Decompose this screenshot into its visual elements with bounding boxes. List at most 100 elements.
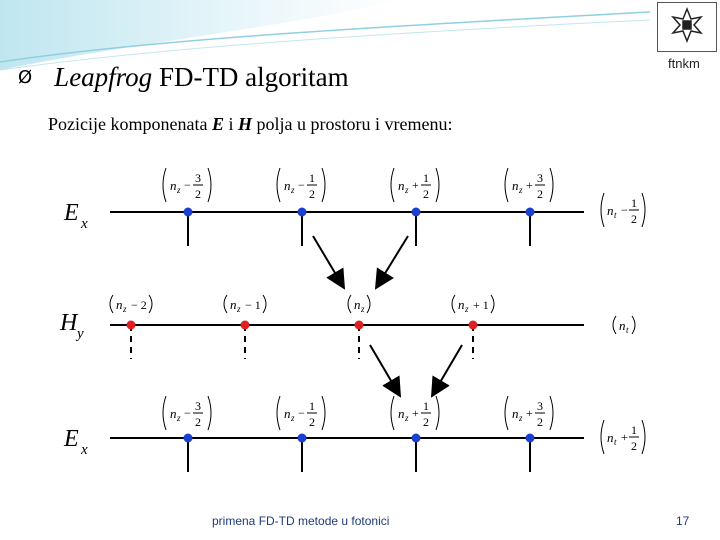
subtitle-e: E [211, 114, 224, 134]
footer-text: primena FD-TD metode u fotonici [212, 514, 390, 528]
nt-sub: t [626, 325, 629, 335]
subtitle: Pozicije komponenata E i H polja u prost… [48, 114, 452, 135]
nz-sub: z [176, 185, 181, 195]
arrow-bullet-icon: Ø [18, 67, 33, 88]
paren-left [504, 395, 509, 431]
nz-n: n [284, 178, 291, 193]
hy-node [240, 320, 250, 330]
time-den: 2 [631, 212, 637, 226]
time-op: + [621, 430, 628, 444]
time-num: 1 [631, 423, 637, 437]
subtitle-post: polja u prostoru i vremenu: [252, 114, 453, 134]
ex-top-node [297, 207, 307, 217]
paren-left [223, 294, 228, 314]
frac-num: 1 [309, 399, 315, 413]
paren-right [490, 294, 495, 314]
frac-num: 1 [423, 171, 429, 185]
nz-n: n [230, 297, 237, 312]
h-offset: − 1 [245, 298, 261, 312]
nz-n: n [284, 406, 291, 421]
nt-sub: t [614, 437, 617, 447]
h-offset: + 1 [473, 298, 489, 312]
op-sign: + [526, 178, 533, 192]
ex-top-node [183, 207, 193, 217]
university-logo [657, 2, 717, 52]
nz-sub: z [290, 185, 295, 195]
paren-left [612, 315, 617, 335]
frac-den: 2 [195, 415, 201, 429]
nz-sub: z [518, 413, 523, 423]
field-sub: y [75, 326, 84, 342]
paren-right [435, 395, 440, 431]
paren-right [641, 192, 646, 228]
nz-sub: z [176, 413, 181, 423]
paren-left [600, 419, 605, 455]
nt-n: n [607, 203, 614, 218]
paren-right [549, 395, 554, 431]
paren-left [504, 167, 509, 203]
frac-den: 2 [309, 187, 315, 201]
hy-node [468, 320, 478, 330]
nz-sub: z [464, 304, 469, 314]
ex-bottom-node [183, 433, 193, 443]
nt-n: n [607, 430, 614, 445]
nz-n: n [354, 297, 361, 312]
paren-right [631, 315, 636, 335]
background-swoosh [0, 0, 651, 71]
hy-node [126, 320, 136, 330]
frac-den: 2 [537, 187, 543, 201]
nz-n: n [170, 178, 177, 193]
page-number: 17 [676, 514, 690, 528]
paren-right [207, 395, 212, 431]
field-sub: x [80, 442, 88, 458]
nz-sub: z [290, 413, 295, 423]
brand-label: ftnkm [668, 56, 700, 71]
paren-left [390, 167, 395, 203]
arrow-e-to-h-left [312, 235, 346, 290]
paren-left [109, 294, 114, 314]
paren-left [276, 395, 281, 431]
frac-num: 3 [195, 171, 201, 185]
field-label: H [59, 310, 79, 336]
nz-sub: z [518, 185, 523, 195]
frac-den: 2 [195, 187, 201, 201]
nz-n: n [398, 406, 405, 421]
arrow-h-to-e-right [430, 344, 463, 398]
op-sign: + [526, 406, 533, 420]
nz-sub: z [404, 185, 409, 195]
paren-right [321, 395, 326, 431]
title-italic: Leapfrog [54, 62, 153, 92]
paren-left [276, 167, 281, 203]
subtitle-h: H [237, 114, 252, 134]
op-sign: + [412, 406, 419, 420]
frac-num: 3 [195, 399, 201, 413]
paren-left [162, 167, 167, 203]
subtitle-pre: Pozicije komponenata [48, 114, 212, 134]
frac-den: 2 [537, 415, 543, 429]
frac-num: 3 [537, 171, 543, 185]
ex-bottom-node [525, 433, 535, 443]
frac-den: 2 [423, 415, 429, 429]
ex-top-node [411, 207, 421, 217]
nz-sub: z [122, 304, 127, 314]
op-sign: − [184, 406, 191, 420]
paren-right [366, 294, 371, 314]
title-row: Ø Leapfrog FD-TD algoritam [18, 62, 349, 93]
paren-right [549, 167, 554, 203]
frac-num: 1 [309, 171, 315, 185]
nt-sub: t [614, 210, 617, 220]
time-num: 1 [631, 196, 637, 210]
